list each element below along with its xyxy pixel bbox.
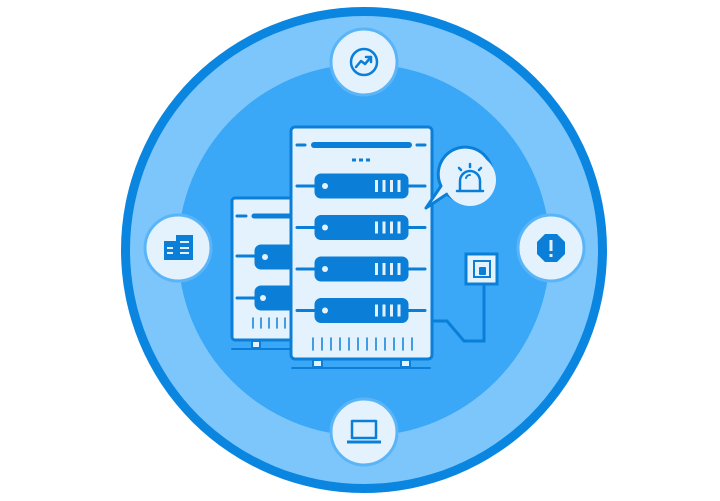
vent-slot [375,304,378,317]
vent-slot [397,180,401,192]
vent-slot [390,263,393,275]
vent-slot [382,263,386,275]
vent-slot [375,263,378,275]
status-led [322,224,328,231]
satellite-top[interactable] [329,27,399,97]
status-led [322,183,328,189]
vent-slot [390,221,393,234]
power-cable [432,271,486,343]
alarm-siren-icon [455,162,485,193]
rack-unit [295,173,427,199]
satellite-bottom[interactable] [329,397,399,467]
building-icon [164,235,193,260]
trending-up-icon [349,47,379,77]
alert-octagon-icon [537,234,565,262]
status-led [322,307,328,314]
vent-slot [397,304,401,317]
rack-unit [295,256,427,282]
vent-slot [382,221,386,234]
vent-slot [382,180,386,192]
vent-slot [390,180,393,192]
vent-slot [397,263,401,275]
vent-slot [375,180,378,192]
rack-unit [295,298,427,323]
vent-slot [390,304,393,317]
status-led [322,266,328,272]
alarm-callout [424,145,496,210]
back-server [230,196,298,350]
front-server [289,125,434,369]
vent-slot [397,221,401,234]
satellite-left[interactable] [143,213,213,283]
power-outlet [464,252,499,286]
satellite-right[interactable] [516,213,586,283]
vent-slot [375,221,378,234]
laptop-icon [347,419,381,444]
rack-unit [295,215,427,240]
vent-slot [382,304,386,317]
